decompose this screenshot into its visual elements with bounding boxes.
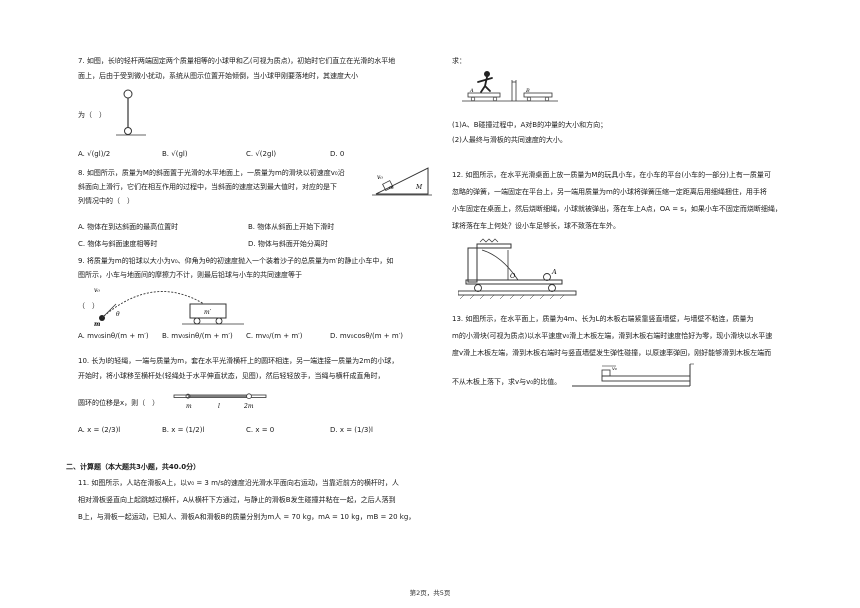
q9-cart-figure: v₀ θ m m′ bbox=[94, 287, 244, 328]
q9-line3: （ ） bbox=[78, 302, 99, 310]
q8-option-a: A. 物体在到达斜面的最高位置时 bbox=[78, 223, 179, 231]
q12-cart-figure: O A bbox=[458, 238, 577, 300]
q10-bar-figure: m l 2m bbox=[173, 393, 267, 410]
q7-options: A. √(gl)/2 B. √(gl) C. √(2gl) D. 0 bbox=[78, 150, 390, 158]
q7-option-c: C. √(2gl) bbox=[246, 150, 277, 158]
q11-B-label: B bbox=[525, 88, 530, 94]
q9-line1: 9. 将质量为m的铅球以大小为v₀、仰角为θ的初速度抛入一个装着沙子的总质量为m… bbox=[78, 257, 394, 265]
q10-line2: 开始时，将小球移至横杆处(轻绳处于水平伸直状态，见图)，然后轻轻放手，当绳与横杆… bbox=[78, 372, 385, 380]
q11-sub1: (1)A、B碰撞过程中，A对B的冲量的大小和方向； bbox=[452, 121, 608, 129]
question-12: 12. 如图所示，在水平光滑桌面上放一质量为M的玩具小车，在小车的平台(小车的一… bbox=[452, 170, 824, 232]
q10-m-label: m bbox=[186, 403, 192, 410]
q9-line2: 图所示，小车与地面间的摩擦力不计，则最后铅球与小车的共同速度等于 bbox=[78, 271, 302, 279]
q12-line4: 球将落在车上何处？设小车足够长，球不致落在车外。 bbox=[452, 222, 620, 230]
q9-options: A. mv₀sinθ/(m + m′) B. mv₀sinθ/(m + m′) … bbox=[78, 332, 420, 340]
q11-line1: 11. 如图所示，人站在滑板A上，以v₀ = 3 m/s的速度沿光滑水平面向右运… bbox=[78, 479, 399, 487]
q8-slope-figure: v₀ M m bbox=[372, 167, 432, 196]
q7-option-a: A. √(gl)/2 bbox=[78, 150, 111, 158]
q13-line3: 度v滑上木板左端，滑到木板右端时与竖直墙壁发生弹性碰撞，以原速率弹回，刚好能够滑… bbox=[452, 349, 772, 357]
q7-line1: 7. 如图，长l的轻杆两端固定两个质量相等的小球甲和乙(可视为质点)，初始时它们… bbox=[78, 57, 396, 65]
q12-line3: 小车固定在桌面上，然后烧断细绳，小球就被弹出，落在车上A点，OA = s，如果小… bbox=[452, 205, 782, 213]
q11-A-label: A bbox=[469, 88, 474, 94]
question-8: 8. 如图所示，质量为M的斜面置于光滑的水平地面上，一质量为m的滑块以初速度v₀… bbox=[78, 168, 368, 207]
q9-v0-label: v₀ bbox=[94, 287, 100, 294]
q11-line3: B上，与滑板一起运动，已知人、滑板A和滑板B的质量分别为m人 = 70 kg，m… bbox=[78, 513, 416, 521]
q8-option-c: C. 物体与斜面速度相等时 bbox=[78, 240, 158, 248]
q10-option-a: A. x = (2/3)l bbox=[78, 426, 121, 434]
q11-skateboard-figure: A B bbox=[462, 71, 558, 102]
question-7: 7. 如图，长l的轻杆两端固定两个质量相等的小球甲和乙(可视为质点)，初始时它们… bbox=[78, 56, 438, 82]
q8-option-b: B. 物体从斜面上开始下滑时 bbox=[248, 223, 335, 231]
q8-line1: 8. 如图所示，质量为M的斜面置于光滑的水平地面上，一质量为m的滑块以初速度v₀… bbox=[78, 169, 345, 177]
q12-line1: 12. 如图所示，在水平光滑桌面上放一质量为M的玩具小车，在小车的平台(小车的一… bbox=[452, 171, 771, 179]
q10-option-d: D. x = (1/3)l bbox=[330, 426, 373, 434]
q7-line2: 面上，后由于受到微小扰动，系统从图示位置开始倾倒，当小球甲刚要落地时，其速度大小 bbox=[78, 72, 358, 80]
q11-line2: 相对滑板竖直向上起跳越过横杆，A从横杆下方通过，与静止的滑板B发生碰撞并粘在一起… bbox=[78, 496, 396, 504]
q9-mprime-label: m′ bbox=[204, 309, 212, 316]
q12-line2: 忽略的弹簧，一端固定在平台上，另一端用质量为m的小球将弹簧压缩一定距离后用细绳捆… bbox=[452, 188, 767, 196]
question-9: 9. 将质量为m的铅球以大小为v₀、仰角为θ的初速度抛入一个装着沙子的总质量为m… bbox=[78, 256, 438, 281]
page-footer: 第2页，共5页 bbox=[409, 589, 451, 597]
q8-line3: 列情况中的（ ） bbox=[78, 197, 134, 205]
q7-rod-figure bbox=[116, 89, 146, 136]
q13-line1: 13. 如图所示，在水平面上，质量为4m、长为L的木板右端紧靠竖直墙壁，与墙壁不… bbox=[452, 315, 754, 323]
q8-M-label: M bbox=[415, 184, 423, 191]
q10-line1: 10. 长为l的轻绳，一端与质量为m，套在水平光滑横杆上的圆环相连，另一端连接一… bbox=[78, 357, 399, 365]
q8-v0-label: v₀ bbox=[377, 174, 383, 181]
section-2-heading: 二、计算题（本大题共3小题，共40.0分） bbox=[66, 463, 201, 471]
q9-option-a: A. mv₀sinθ/(m + m′) bbox=[78, 332, 149, 340]
q7-option-b: B. √(gl) bbox=[162, 150, 188, 158]
q10-line3: 圆环的位移是x，则（ ） bbox=[78, 399, 160, 407]
q12-A-label: A bbox=[551, 268, 557, 276]
q13-board-figure: v₀ bbox=[572, 363, 694, 387]
q11-sub2: (2)人最终与滑板的共同速度的大小。 bbox=[452, 136, 567, 144]
q12-O-label: O bbox=[510, 272, 516, 280]
q7-line3: 为（ ） bbox=[78, 111, 106, 119]
q8-m-label: m bbox=[389, 185, 394, 191]
question-13: 13. 如图所示，在水平面上，质量为4m、长为L的木板右端紧靠竖直墙壁，与墙壁不… bbox=[452, 314, 824, 359]
question-11: 11. 如图所示，人站在滑板A上，以v₀ = 3 m/s的速度沿光滑水平面向右运… bbox=[78, 478, 450, 523]
q8-option-d: D. 物体与斜面开始分离时 bbox=[248, 240, 328, 248]
q8-line2: 斜面向上滑行，它们在相互作用的过程中，当斜面的速度达到最大值时，对应的是下 bbox=[78, 183, 337, 191]
q13-line2: m的小滑块(可视为质点)以水平速度v₀滑上木板左端，滑到木板右端时速度恰好为零，… bbox=[452, 332, 773, 340]
q11-continued: 求： bbox=[452, 57, 466, 65]
q13-line4: 不从木板上落下，求v与v₀的比值。 bbox=[452, 378, 562, 386]
q10-options: A. x = (2/3)l B. x = (1/2)l C. x = 0 D. … bbox=[78, 426, 410, 434]
q9-option-b: B. mv₀sinθ/(m + m′) bbox=[162, 332, 233, 340]
q11-subquestions: (1)A、B碰撞过程中，A对B的冲量的大小和方向； (2)人最终与滑板的共同速度… bbox=[452, 120, 812, 146]
q9-option-d: D. mv₀cosθ/(m + m′) bbox=[330, 332, 404, 340]
q10-l-label: l bbox=[218, 403, 220, 410]
q7-option-d: D. 0 bbox=[330, 150, 345, 158]
q13-v0-label: v₀ bbox=[612, 366, 617, 372]
question-10: 10. 长为l的轻绳，一端与质量为m，套在水平光滑横杆上的圆环相连，另一端连接一… bbox=[78, 356, 438, 382]
q10-2m-label: 2m bbox=[243, 403, 254, 410]
q9-option-c: C. mv₀/(m + m′) bbox=[246, 332, 303, 340]
q8-options: A. 物体在到达斜面的最高位置时 B. 物体从斜面上开始下滑时 C. 物体与斜面… bbox=[78, 222, 418, 249]
q9-m-label: m bbox=[94, 321, 100, 328]
q10-option-b: B. x = (1/2)l bbox=[162, 426, 205, 434]
q10-option-c: C. x = 0 bbox=[246, 426, 275, 434]
q9-theta-label: θ bbox=[116, 311, 120, 318]
